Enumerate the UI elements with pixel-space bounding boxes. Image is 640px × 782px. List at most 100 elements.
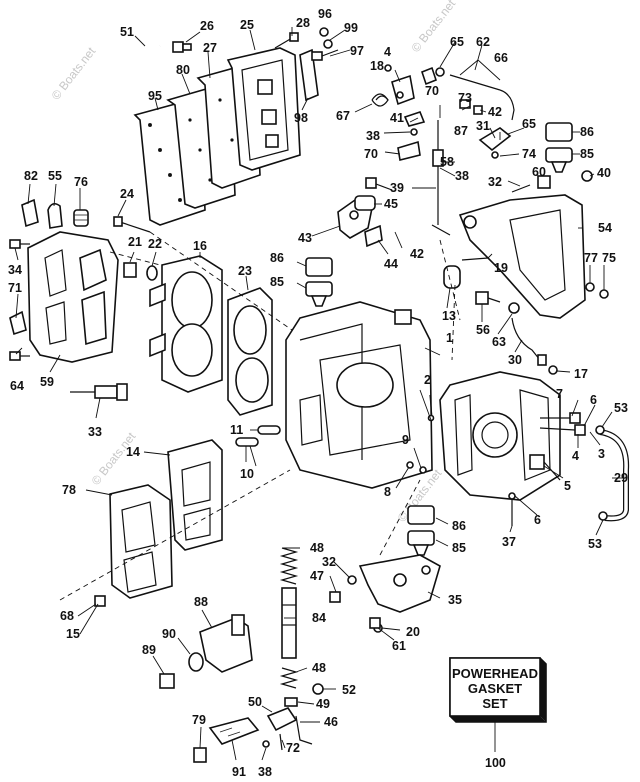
grommet-76	[73, 209, 89, 227]
callout-85-mid: 85	[270, 275, 284, 289]
callout-48-top: 48	[310, 541, 324, 555]
callout-74: 74	[522, 147, 536, 161]
spring-48-bottom	[279, 667, 299, 689]
callout-61: 61	[392, 639, 406, 653]
callout-27: 27	[203, 41, 217, 55]
bracket-70	[397, 140, 421, 161]
clamp-53-bottom	[598, 511, 608, 521]
clamp-53-top	[595, 425, 605, 435]
callout-9: 9	[402, 433, 409, 447]
callout-11: 11	[230, 423, 243, 437]
bolt-4	[539, 424, 586, 436]
fitting-97	[311, 49, 339, 61]
washer-38-low	[262, 740, 270, 748]
bracket-88	[199, 614, 253, 673]
insert-55	[47, 202, 63, 229]
callout-52: 52	[342, 683, 356, 697]
gasket-14	[167, 439, 223, 551]
callout-23: 23	[238, 264, 252, 278]
callout-67: 67	[336, 109, 350, 123]
callout-47: 47	[310, 569, 324, 583]
fitting-21	[123, 262, 137, 278]
callout-51: 51	[120, 25, 134, 39]
callout-30: 30	[508, 353, 522, 367]
clip-49	[284, 697, 298, 707]
screw-34	[9, 239, 30, 249]
callout-66: 66	[494, 51, 508, 65]
callout-41: 41	[390, 111, 404, 125]
callout-78: 78	[62, 483, 76, 497]
callout-5: 5	[564, 479, 571, 493]
callout-33: 33	[88, 425, 102, 439]
callout-72: 72	[286, 741, 300, 755]
callout-88: 88	[194, 595, 208, 609]
lever-18	[391, 74, 415, 106]
callout-50: 50	[248, 695, 262, 709]
washer-4	[384, 64, 392, 72]
screw-9	[419, 466, 427, 474]
callout-26: 26	[200, 19, 214, 33]
callout-97: 97	[350, 44, 364, 58]
callout-98: 98	[294, 111, 308, 125]
callout-58: 58	[440, 155, 454, 169]
lever-50	[266, 707, 298, 732]
callout-56: 56	[476, 323, 490, 337]
callout-39: 39	[390, 181, 404, 195]
wire-30	[511, 317, 547, 366]
hose-51	[126, 44, 161, 72]
callout-38b: 38	[455, 169, 469, 183]
clip-82	[21, 198, 39, 228]
exhaust-cover-78	[109, 484, 173, 599]
callout-4: 4	[572, 449, 579, 463]
callouts: 51 26 25 28 96 99 97 27 80 95 98 4 18 65…	[8, 7, 628, 779]
bracket-91	[208, 717, 260, 745]
callout-59: 59	[40, 375, 54, 389]
washer-77	[585, 282, 595, 292]
dowel-10	[235, 437, 259, 447]
pivot-58	[432, 149, 444, 167]
screw-64	[9, 351, 30, 361]
callout-38a: 38	[366, 129, 380, 143]
link-46	[295, 715, 313, 745]
screw-37	[508, 492, 516, 526]
callout-38c: 38	[258, 765, 272, 779]
fitting-26	[172, 41, 192, 53]
callout-53: 53	[614, 401, 628, 415]
callout-86-low: 86	[452, 519, 466, 533]
callout-89: 89	[142, 643, 156, 657]
callout-84: 84	[312, 611, 326, 625]
watermark-left-upper: © Boats.net	[49, 44, 99, 103]
mount-86-mid	[305, 257, 333, 277]
callout-46: 46	[324, 715, 338, 729]
callout-82: 82	[24, 169, 38, 183]
callout-86-mid: 86	[270, 251, 284, 265]
callout-7: 7	[556, 387, 563, 401]
gasket-set-ref: 100	[485, 756, 506, 770]
mount-86-low	[407, 505, 435, 525]
head-gasket-23	[227, 287, 273, 416]
callout-42: 42	[488, 105, 502, 119]
mount-85-low	[407, 530, 435, 556]
washer-38a	[410, 128, 418, 136]
callout-75: 75	[602, 251, 616, 265]
callout-70b: 70	[364, 147, 378, 161]
callout-13: 13	[442, 309, 456, 323]
screw-17	[548, 365, 558, 375]
callout-16: 16	[193, 239, 207, 253]
screw-72	[279, 733, 283, 751]
callout-95: 95	[148, 89, 162, 103]
mount-85-top	[545, 147, 573, 173]
bolt-24	[113, 216, 151, 233]
callout-65: 65	[450, 35, 464, 49]
hose-29	[599, 429, 630, 522]
bolt-7	[540, 412, 581, 424]
callout-3: 3	[598, 447, 605, 461]
callout-53b: 53	[588, 537, 602, 551]
callout-24: 24	[120, 187, 134, 201]
callout-14: 14	[126, 445, 140, 459]
bolt-83	[365, 177, 393, 191]
grommet-45	[354, 195, 376, 211]
callout-43: 43	[298, 231, 312, 245]
callout-42b: 42	[410, 247, 424, 261]
callout-31: 31	[476, 119, 490, 133]
